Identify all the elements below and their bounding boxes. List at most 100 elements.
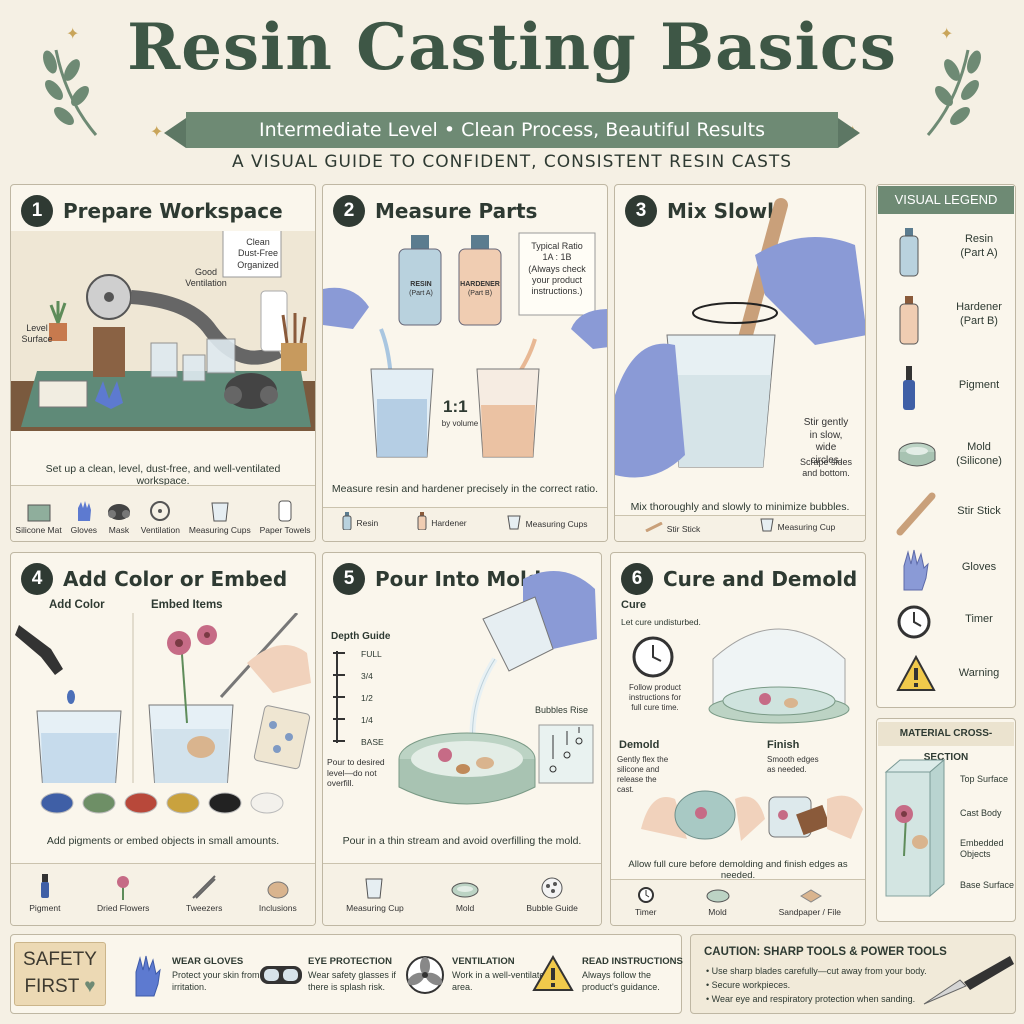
by-volume-label: by volume [441, 419, 479, 428]
step-title: Pour Into Mold [375, 567, 542, 591]
tool-resin: Resin [342, 512, 378, 533]
caution-panel [690, 934, 1016, 1014]
step-caption: Mix thoroughly and slowly to minimize bu… [630, 501, 850, 513]
mold-icon [451, 882, 479, 898]
fan-icon [406, 956, 444, 994]
step-title: Prepare Workspace [63, 199, 283, 223]
tool-strip: Silicone Mat Gloves Mask Ventilation Mea… [11, 485, 315, 541]
caution-line: • Secure workpieces. [706, 980, 791, 990]
tool-ventilation: Ventilation [141, 500, 180, 535]
measuring-cup-icon [211, 502, 229, 522]
step-title: Mix Slowly [667, 199, 787, 223]
glove-icon [135, 955, 161, 997]
hardener-bottle-icon [899, 296, 919, 345]
timer-icon [897, 605, 931, 639]
stir-stick-icon [645, 522, 663, 532]
step-1-panel: 1 Prepare Workspace Clean Dust- [10, 184, 316, 542]
tool-timer: Timer [635, 886, 656, 917]
tool-inclusions: Inclusions [259, 878, 297, 913]
tool-silicone-mat: Silicone Mat [15, 504, 62, 535]
bubbles-rise-label: Bubbles Rise [535, 705, 589, 715]
mold-icon [706, 889, 729, 903]
tweezers-icon [192, 875, 216, 899]
ratio-one-to-one: 1:1 [443, 397, 468, 416]
step-number: 5 [333, 563, 365, 595]
safety-item-instructions: READ INSTRUCTIONS Always follow the prod… [530, 946, 683, 1006]
pigment-swatches [40, 792, 284, 814]
tool-measuring-cup: Measuring Cup [346, 876, 404, 913]
mixing-illustration [615, 198, 865, 478]
resin-bottle-label: RESIN (Part A) [409, 281, 433, 297]
measuring-cup-icon [507, 515, 521, 530]
depth-level: FULL [361, 649, 382, 659]
safety-item-eye: EYE PROTECTION Wear safety glasses if th… [256, 946, 406, 1006]
legend-item-timer: Timer [878, 598, 1014, 650]
step-3-panel: 3 Mix Slowly Stir gently in slow, wide c… [614, 184, 866, 542]
safety-item-ventilation: VENTILATION Work in a well-ventilated ar… [400, 946, 549, 1006]
measuring-cup-icon [365, 878, 383, 899]
pigment-swatch [166, 792, 200, 814]
pigment-swatch [124, 792, 158, 814]
step-caption: Measure resin and hardener precisely in … [331, 483, 599, 495]
glove-icon [77, 501, 91, 521]
goggles-icon [260, 966, 302, 984]
sparkle-icon: ✦ [66, 26, 80, 43]
depth-level: 1/2 [361, 693, 373, 703]
tool-hardener: Hardener [417, 512, 467, 533]
pour-note: Pour to desired level—do not overfill. [327, 757, 385, 789]
mold-icon [898, 442, 936, 467]
craft-knife-icon [923, 956, 1014, 1005]
pigment-swatch [82, 792, 116, 814]
bubble-icon [541, 877, 563, 899]
tool-bubble-guide: Bubble Guide [526, 876, 578, 913]
step-caption: Set up a clean, level, dust-free, and we… [45, 463, 281, 487]
measuring-cup-icon [760, 518, 774, 532]
legend-item-gloves: Gloves [878, 544, 1014, 596]
tool-measuring-cups: Measuring Cups [189, 500, 251, 535]
pouring-illustration [398, 571, 597, 805]
paper-towel-icon [278, 500, 292, 522]
resin-bottle-icon [342, 512, 352, 530]
right-branch-icon [926, 49, 981, 136]
depth-guide-heading: Depth Guide [331, 631, 391, 642]
tool-strip: Pigment Dried Flowers Tweezers Inclusion… [11, 863, 315, 925]
tool-mold: Mold [450, 880, 480, 913]
tool-strip: Timer Mold Sandpaper / File [611, 879, 865, 925]
legend-item-hardener: Hardener(Part B) [878, 290, 1014, 345]
step-caption: Pour in a thin stream and avoid overfill… [342, 835, 582, 847]
step-title: Measure Parts [375, 199, 538, 223]
safety-bar [10, 934, 682, 1014]
sandpaper-icon [799, 889, 822, 903]
step-6-panel: 6 Cure and Demold Cure Let cure undistur… [610, 552, 866, 926]
tool-mold: Mold [705, 888, 731, 917]
tool-dried-flowers: Dried Flowers [97, 874, 149, 913]
warning-icon [532, 954, 574, 991]
caution-line: • Use sharp blades carefully—cut away fr… [706, 966, 927, 976]
caution-line: • Wear eye and respiratory protection wh… [706, 994, 916, 1004]
step-number: 6 [621, 563, 653, 595]
depth-level: BASE [361, 737, 384, 747]
tool-strip: Stir Stick Measuring Cup [615, 515, 865, 541]
fan-icon [150, 501, 171, 521]
cross-section-block [884, 758, 946, 898]
mask-icon [107, 504, 130, 520]
finish-note: Smooth edges as needed. [767, 755, 819, 774]
legend-item-warning: Warning [878, 650, 1014, 702]
cure-instructions: Follow product instructions for full cur… [628, 683, 682, 712]
cross-section-label: Embedded Objects [960, 838, 1004, 859]
pigment-dropper-icon [40, 874, 49, 898]
ratio-note: Typical Ratio 1A : 1B (Always check your… [528, 241, 586, 296]
cross-section-label: Cast Body [960, 808, 1002, 818]
legend-item-stir-stick: Stir Stick [878, 488, 1014, 540]
clock-icon [632, 636, 674, 678]
warning-icon [896, 654, 936, 691]
add-color-heading: Add Color [49, 599, 105, 611]
tool-mask: Mask [106, 502, 132, 535]
tool-measuring-cup: Measuring Cup [760, 518, 835, 535]
step-5-panel: 5 Pour Into Mold Depth Guide FULL 3/4 1/… [322, 552, 602, 926]
legend-item-mold: Mold(Silicone) [878, 430, 1014, 482]
left-branch-icon [43, 49, 98, 136]
cross-section-label: Base Surface [960, 880, 1015, 890]
cure-heading: Cure [621, 599, 647, 611]
legend-item-resin: Resin(Part A) [878, 222, 1014, 277]
